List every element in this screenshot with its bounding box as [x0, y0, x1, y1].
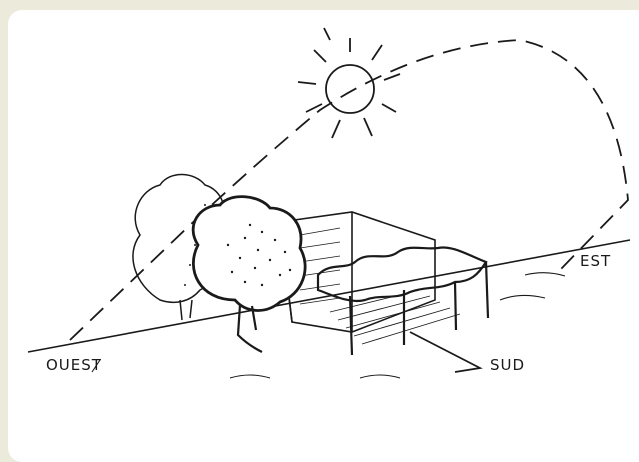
south-label: SUD [490, 356, 525, 374]
sun-icon [298, 28, 400, 138]
tree-icon [193, 197, 305, 311]
horizon-line [28, 240, 630, 352]
west-label: OUEST [46, 356, 102, 374]
south-arrow-icon [410, 332, 480, 372]
pergola-icon [318, 247, 488, 355]
east-label: EST [580, 252, 611, 270]
